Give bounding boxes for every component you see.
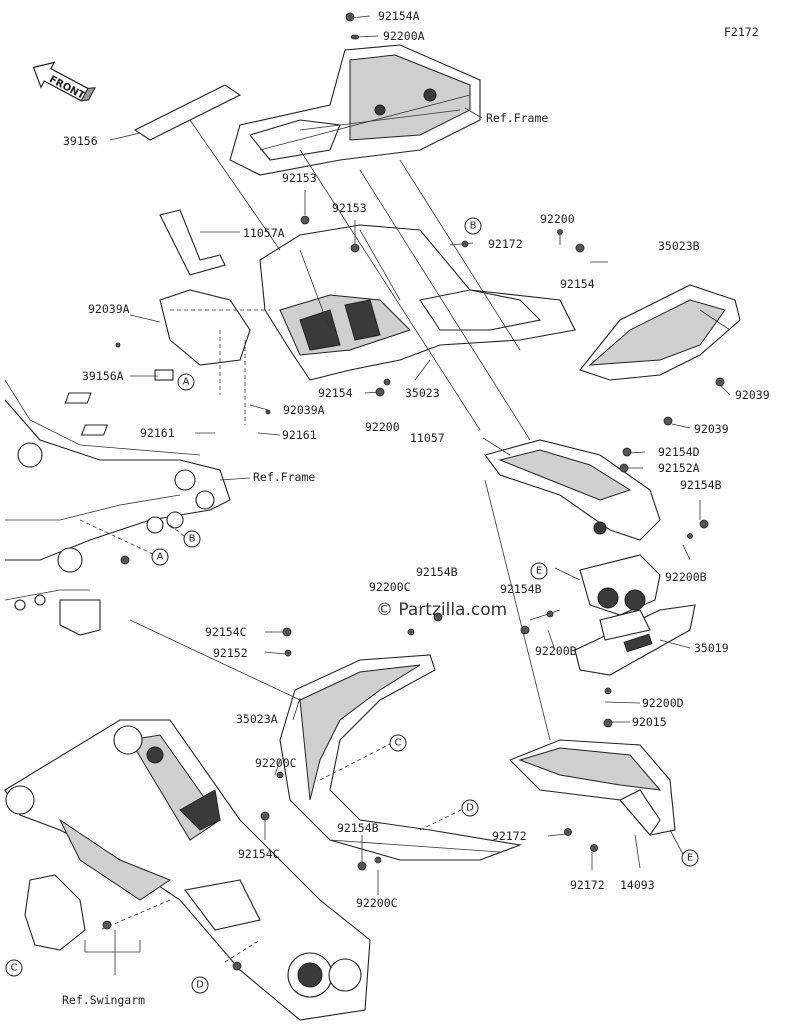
part-label: 92015: [632, 715, 667, 729]
part-label: 92039: [735, 388, 770, 402]
part-label: 92154B: [500, 582, 542, 596]
part-label: 11057A: [243, 226, 285, 240]
callout-circle: B: [464, 217, 482, 235]
watermark: © Partzilla.com: [376, 600, 507, 620]
rear-undertray-35023: [259, 224, 576, 381]
chain-guard-left: [24, 874, 86, 951]
svg-text:B: B: [470, 221, 477, 232]
part-label: 11057: [410, 431, 445, 445]
license-plate-holder-14093: [509, 739, 676, 836]
rear-frame-left: [4, 379, 231, 636]
part-label: 35023: [405, 386, 440, 400]
part-label: 92200C: [369, 580, 411, 594]
callout-circle: B: [183, 530, 201, 548]
part-label: 92161: [282, 428, 317, 442]
callout-circle: A: [151, 548, 169, 566]
callout-circle: C: [389, 734, 407, 752]
part-label: 35023B: [658, 239, 700, 253]
part-label: 92200C: [255, 756, 297, 770]
part-label: 92200B: [665, 570, 707, 584]
part-label: 92161: [140, 426, 175, 440]
pad-92161-b: [80, 424, 109, 436]
dashed-guide-lines: [79, 309, 466, 963]
part-label: 92152: [213, 646, 248, 660]
part-label: 92154C: [205, 625, 247, 639]
part-label: 92039: [694, 422, 729, 436]
callout-circle: E: [530, 562, 548, 580]
part-label: 92172: [492, 829, 527, 843]
bracket-11057A: [159, 209, 226, 276]
part-label: 92154: [318, 386, 353, 400]
rear-frame-top: [229, 44, 481, 176]
callout-circle: D: [191, 976, 209, 994]
svg-text:D: D: [196, 980, 204, 991]
svg-text:E: E: [536, 566, 542, 577]
diagram-code: F2172: [724, 25, 759, 39]
tail-light-35019: [574, 554, 696, 676]
part-label: 92154C: [238, 847, 280, 861]
ref-frame-left-label: Ref.Frame: [253, 470, 315, 484]
fasteners: [102, 12, 725, 971]
leader-lines: [84, 15, 731, 975]
bracket-11057: [484, 439, 661, 541]
callout-circle: D: [461, 799, 479, 817]
part-label: 92154B: [337, 821, 379, 835]
part-label: 92172: [488, 237, 523, 251]
part-label: 92200C: [356, 896, 398, 910]
part-label: 92039A: [88, 302, 130, 316]
part-label: 92154A: [378, 9, 420, 23]
pad-92161-a: [64, 392, 92, 404]
ref-frame-top-label: Ref.Frame: [486, 111, 548, 125]
svg-text:B: B: [189, 534, 196, 545]
part-label: 92153: [332, 201, 367, 215]
part-label: 35023A: [236, 712, 278, 726]
svg-text:E: E: [687, 853, 693, 864]
part-label: 92200: [365, 420, 400, 434]
part-label: 39156: [63, 134, 98, 148]
callout-circle: E: [681, 849, 699, 867]
part-label: 92154B: [680, 478, 722, 492]
part-label: 92200B: [535, 644, 577, 658]
svg-text:C: C: [395, 738, 402, 749]
part-label: 92200D: [642, 696, 684, 710]
swingarm: [4, 719, 371, 1021]
ref-swingarm-label: Ref.Swingarm: [62, 993, 145, 1007]
svg-text:A: A: [183, 377, 190, 388]
callout-circle: C: [5, 959, 23, 977]
part-label: 92172: [570, 878, 605, 892]
tail-cover-35023B: [579, 284, 741, 381]
svg-text:D: D: [466, 803, 474, 814]
callouts: A B A B C D E E C D: [5, 217, 699, 994]
callout-circle: A: [177, 373, 195, 391]
part-labels: 92154A 92200A 39156 92153 11057A 92153 9…: [63, 9, 770, 910]
part-label: 35019: [694, 641, 729, 655]
svg-text:A: A: [157, 552, 164, 563]
part-label: 92154: [560, 277, 595, 291]
part-label: 92039A: [283, 403, 325, 417]
part-label: 92200: [540, 212, 575, 226]
front-arrow-icon: FRONT: [32, 61, 96, 102]
part-label: 92153: [282, 171, 317, 185]
side-cover-35023A: [279, 654, 523, 861]
part-label: 14093: [620, 878, 655, 892]
part-label: 92152A: [658, 461, 700, 475]
part-label: 39156A: [82, 369, 124, 383]
part-label: 92200A: [383, 29, 425, 43]
svg-text:C: C: [11, 963, 18, 974]
pad-39156A: [154, 369, 174, 381]
part-label: 92154D: [658, 445, 700, 459]
side-cover-left: [159, 289, 251, 366]
part-label: 92154B: [416, 565, 458, 579]
part-39156-pad: [133, 84, 242, 141]
